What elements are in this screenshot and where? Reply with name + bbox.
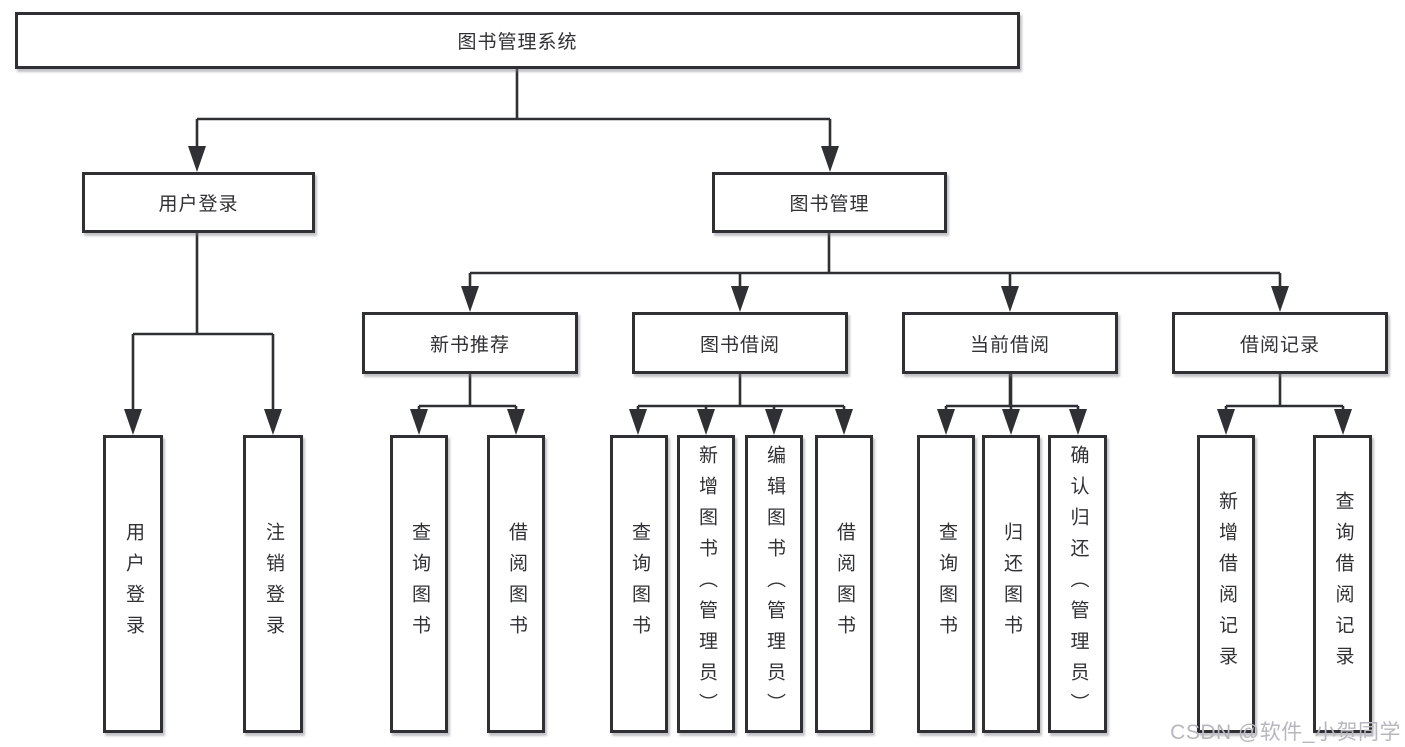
node-book-borrow: 图书借阅 <box>632 312 848 374</box>
leaf-label: 查询图书 <box>935 522 957 646</box>
leaf-user-login: 用户登录 <box>103 435 163 733</box>
node-new-book-recommend: 新书推荐 <box>362 312 578 374</box>
leaf-label: 归还图书 <box>1000 522 1022 646</box>
leaf-borrow-edit-books-admin: 编辑图书（管理员） <box>745 435 803 733</box>
node-book-management-group: 图书管理 <box>712 172 947 233</box>
node-user-login-group: 用户登录 <box>82 172 315 233</box>
csdn-watermark: CSDN @软件_小贺同学 <box>1170 721 1401 744</box>
node-label: 当前借阅 <box>969 334 1050 356</box>
leaf-borrow-add-books-admin: 新增图书（管理员） <box>677 435 735 733</box>
leaf-label: 查询图书 <box>628 522 650 646</box>
node-label: 图书管理系统 <box>457 32 578 53</box>
node-label: 新书推荐 <box>429 334 510 356</box>
node-label: 借阅记录 <box>1239 334 1320 356</box>
leaf-label: 新增借阅记录 <box>1215 491 1237 677</box>
leaf-label: 查询借阅记录 <box>1332 491 1354 677</box>
leaf-recommend-query-books: 查询图书 <box>390 435 448 733</box>
leaf-current-query-books: 查询图书 <box>917 435 975 733</box>
leaf-borrow-query-books: 查询图书 <box>610 435 668 733</box>
node-library-management-system: 图书管理系统 <box>15 12 1020 69</box>
leaf-label: 新增图书（管理员） <box>695 444 717 724</box>
leaf-label: 查询图书 <box>408 522 430 646</box>
node-label: 用户登录 <box>158 194 239 215</box>
node-label: 图书管理 <box>789 194 870 215</box>
leaf-current-return-books: 归还图书 <box>982 435 1040 733</box>
leaf-records-add-record: 新增借阅记录 <box>1197 435 1255 733</box>
node-current-borrow: 当前借阅 <box>902 312 1118 374</box>
leaf-label: 确认归还（管理员） <box>1067 444 1089 724</box>
arrowheads <box>124 146 1352 435</box>
leaf-label: 编辑图书（管理员） <box>763 444 785 724</box>
leaf-current-confirm-return-admin: 确认归还（管理员） <box>1048 435 1107 733</box>
leaf-label: 用户登录 <box>122 522 144 646</box>
leaf-recommend-borrow-books: 借阅图书 <box>487 435 545 733</box>
leaf-records-query-record: 查询借阅记录 <box>1313 435 1372 733</box>
node-borrow-records: 借阅记录 <box>1172 312 1388 374</box>
leaf-label: 借阅图书 <box>505 522 527 646</box>
node-label: 图书借阅 <box>699 334 780 356</box>
leaf-label: 借阅图书 <box>833 522 855 646</box>
leaf-label: 注销登录 <box>262 522 284 646</box>
leaf-logout: 注销登录 <box>243 435 303 733</box>
leaf-borrow-borrow-books: 借阅图书 <box>815 435 873 733</box>
